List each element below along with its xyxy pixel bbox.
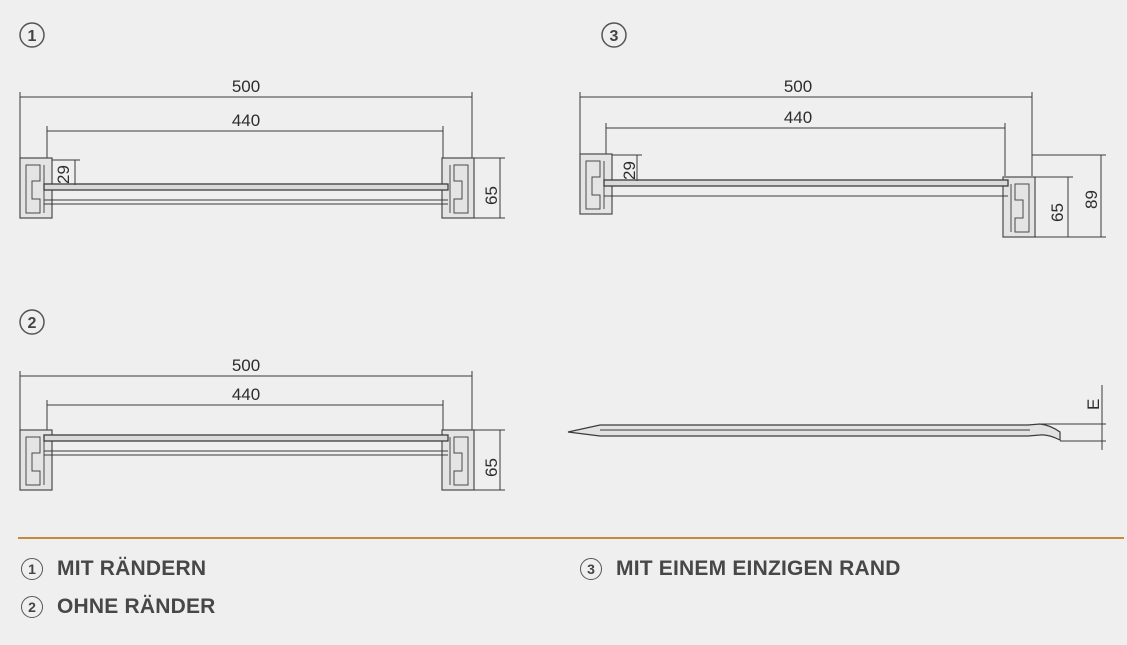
view-3-width-label: 500 — [784, 77, 812, 96]
legend-item-3: 3 MIT EINEM EINZIGEN RAND — [580, 557, 901, 581]
legend-badge-3: 3 — [580, 558, 602, 580]
view-3: 3 500 440 29 65 89 — [579, 22, 1106, 238]
view-1-circle — [19, 22, 45, 48]
view-3-height-label: 65 — [1048, 203, 1067, 222]
legend-item-1: 1 MIT RÄNDERN — [21, 557, 206, 581]
legend-text-2: OHNE RÄNDER — [57, 595, 216, 618]
view-2-number: 2 — [28, 315, 37, 332]
side-view-label: E — [1084, 399, 1103, 410]
legend-divider — [18, 537, 1124, 539]
view-1-number: 1 — [28, 28, 37, 45]
view-2-height-label: 65 — [482, 458, 501, 477]
view-3-number: 3 — [610, 28, 619, 45]
view-3-edge-label: 29 — [620, 161, 639, 180]
view-3-circle — [601, 22, 627, 48]
view-3-total-label: 89 — [1082, 190, 1101, 209]
legend-badge-1: 1 — [21, 558, 43, 580]
legend-badge-2: 2 — [21, 596, 43, 618]
legend-item-2: 2 OHNE RÄNDER — [21, 595, 216, 619]
view-1-height-label: 65 — [482, 186, 501, 205]
view-1-edge-label: 29 — [54, 165, 73, 184]
view-3-inner-label: 440 — [784, 108, 812, 127]
view-2-circle — [19, 309, 45, 335]
view-2: 2 500 440 65 — [19, 309, 505, 491]
legend-text-3: MIT EINEM EINZIGEN RAND — [616, 557, 901, 580]
side-view: E — [567, 385, 1106, 450]
view-1-width-label: 500 — [232, 77, 260, 96]
view-2-inner-label: 440 — [232, 385, 260, 404]
view-1-inner-label: 440 — [232, 111, 260, 130]
view-1: 1 500 440 29 65 — [19, 22, 505, 219]
legend-text-1: MIT RÄNDERN — [57, 557, 207, 580]
view-2-width-label: 500 — [232, 356, 260, 375]
